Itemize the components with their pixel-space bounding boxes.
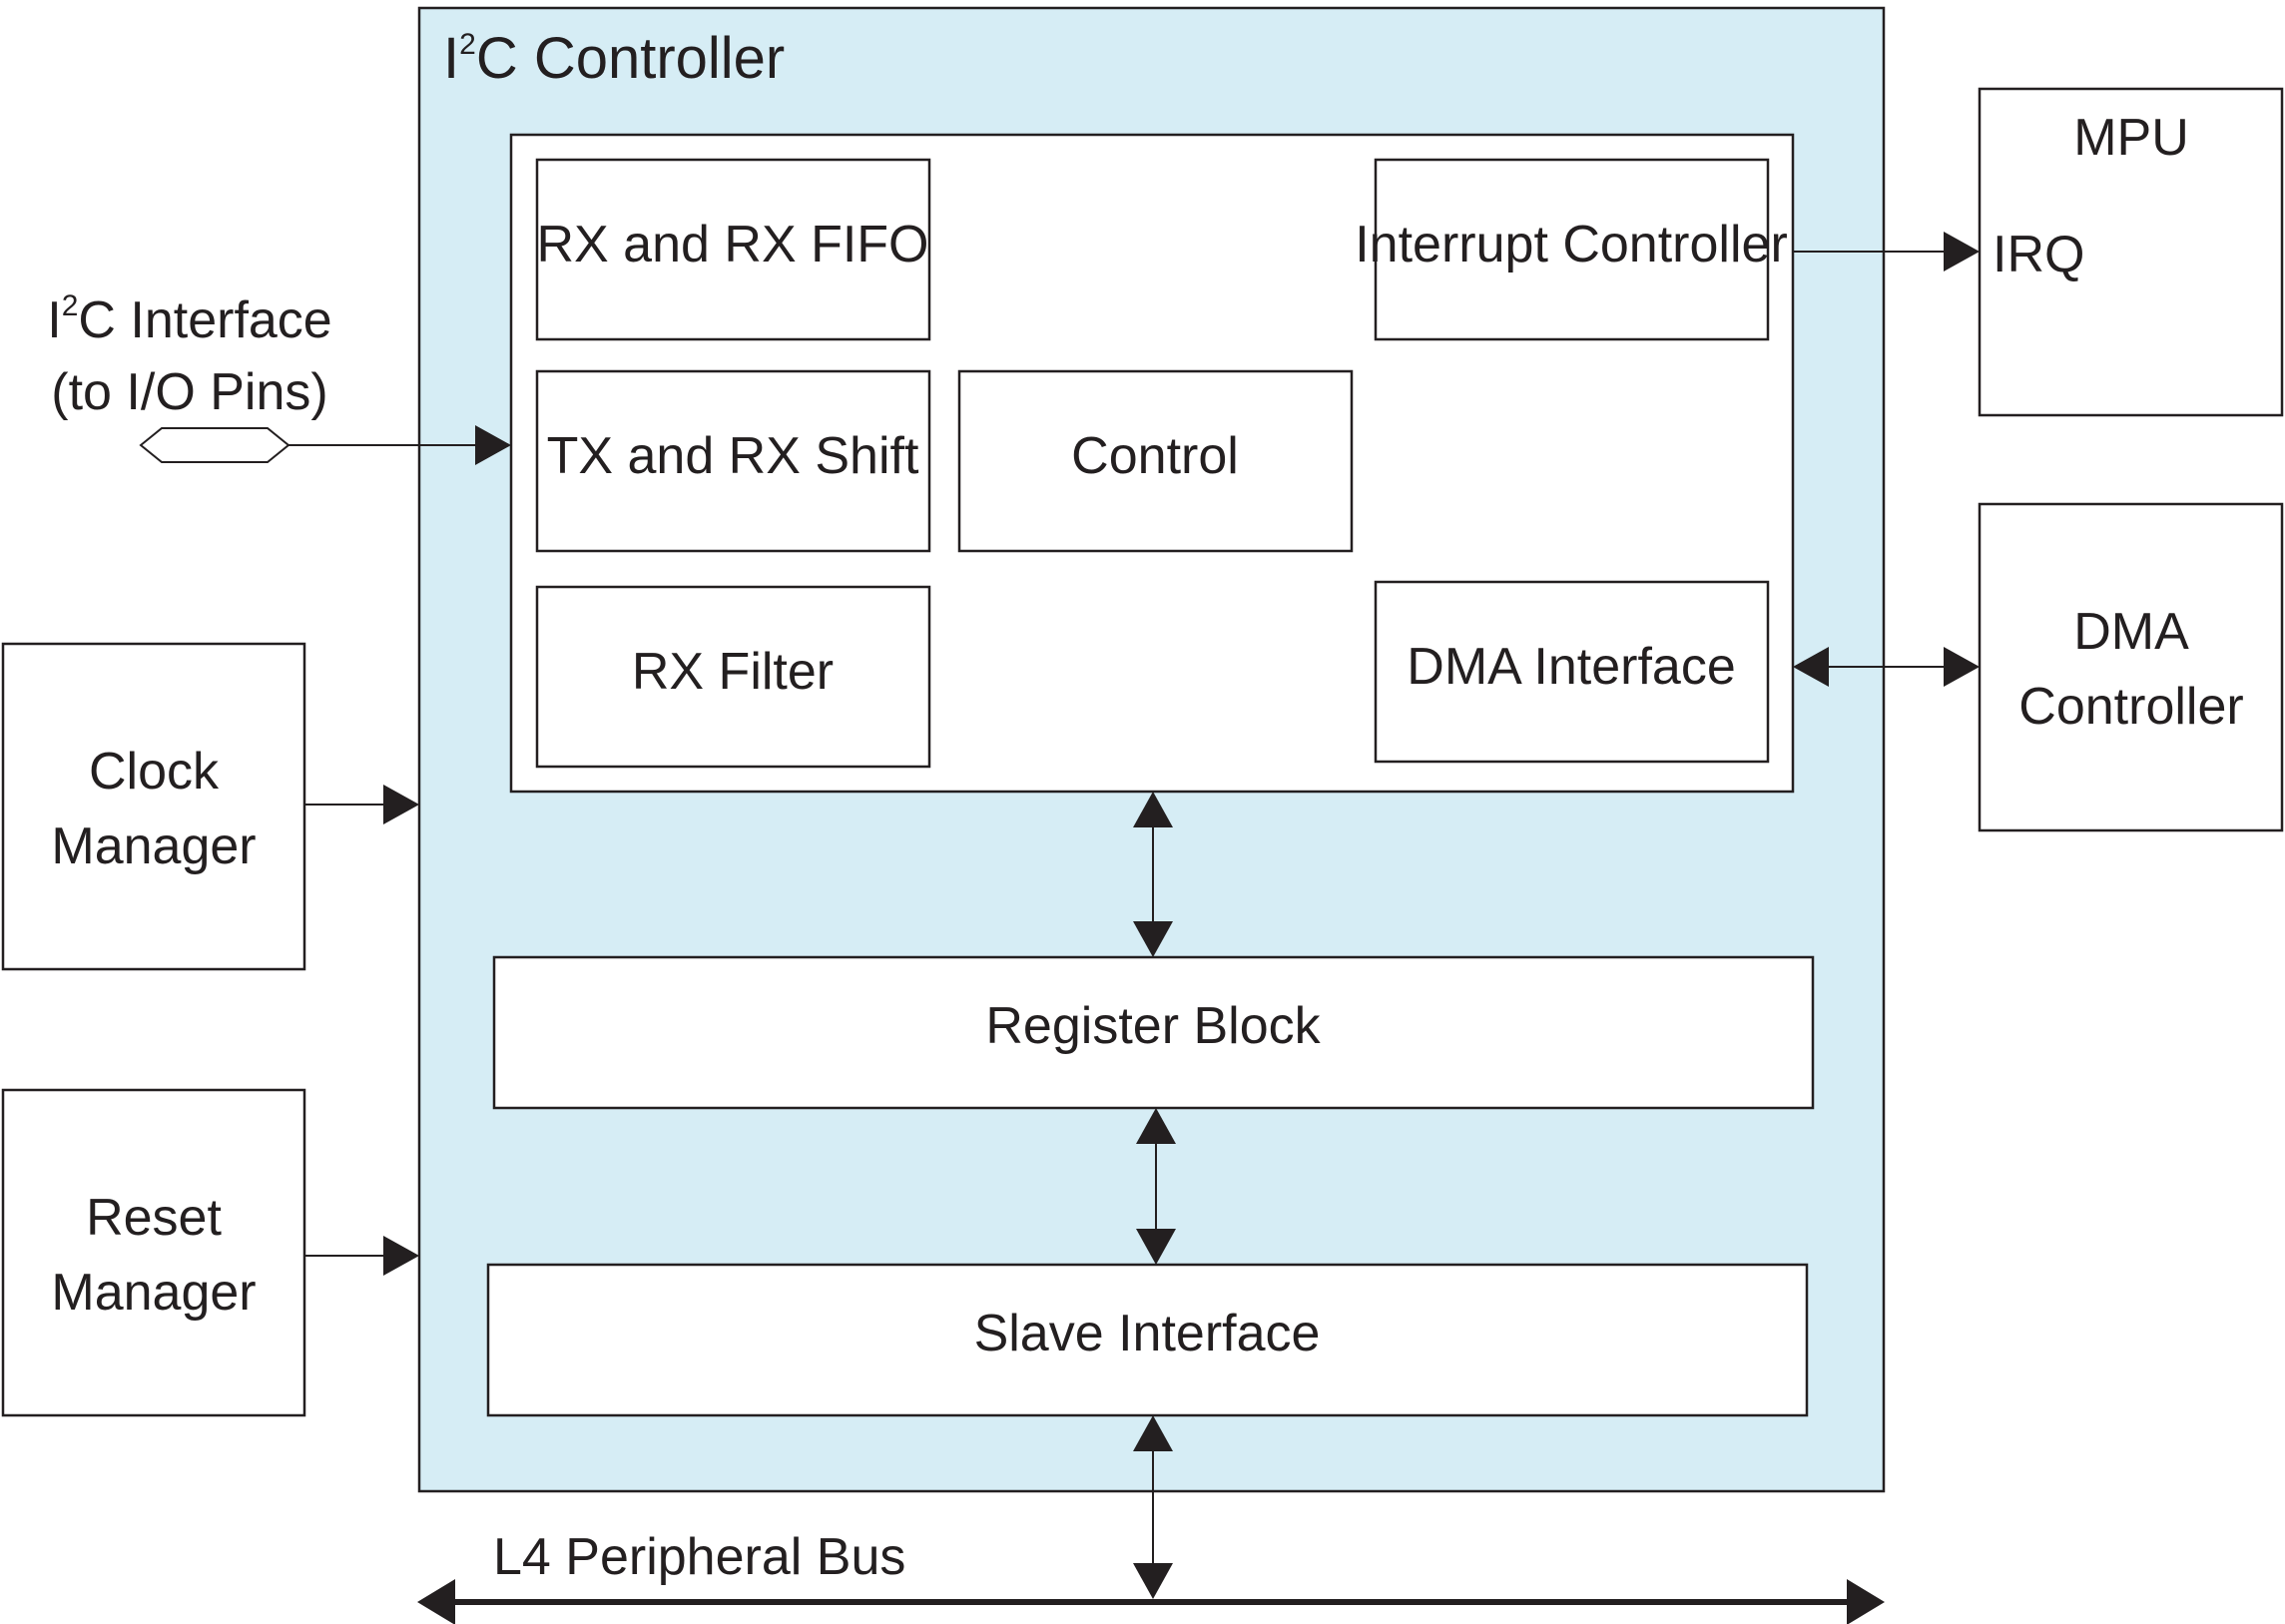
- rx-filter-label: RX Filter: [632, 643, 834, 701]
- l4-peripheral-bus: L4 Peripheral Bus: [417, 1528, 1885, 1624]
- clock-manager-block: Clock Manager: [1, 642, 306, 971]
- slave-interface-block: Slave Interface: [486, 1263, 1809, 1417]
- register-block: Register Block: [492, 955, 1815, 1110]
- l4-bus-label: L4 Peripheral Bus: [493, 1528, 905, 1586]
- register-slave-arrowhead-up: [1136, 1108, 1176, 1144]
- dma-controller-label-line1: DMA: [2073, 603, 2189, 661]
- rx-filter-block: RX Filter: [535, 585, 931, 769]
- reset-manager-block: Reset Manager: [1, 1088, 306, 1417]
- irq-arrowhead: [1944, 232, 1980, 271]
- slave-bus-connector: [1133, 1415, 1173, 1599]
- reset-arrowhead: [383, 1236, 419, 1276]
- tx-rx-shift-label: TX and RX Shift: [547, 427, 919, 485]
- clock-arrowhead: [383, 785, 419, 824]
- l4-bus-arrowhead-left: [417, 1579, 455, 1624]
- interrupt-controller-label: Interrupt Controller: [1355, 216, 1788, 273]
- register-slave-connector: [1136, 1108, 1176, 1265]
- rx-fifo-label: RX and RX FIFO: [537, 216, 929, 273]
- control-block: Control: [957, 369, 1354, 553]
- i2c-interface-arrowhead: [475, 425, 511, 465]
- i2c-interface: I2C Interface (to I/O Pins): [47, 289, 511, 465]
- i2c-interface-label-line1: I2C Interface: [47, 289, 331, 349]
- dma-controller-block: DMA Controller: [1978, 502, 2284, 832]
- core-register-arrowhead-down: [1133, 921, 1173, 957]
- slave-bus-arrowhead-up: [1133, 1415, 1173, 1451]
- rx-fifo-block: RX and RX FIFO: [535, 158, 931, 341]
- clock-manager-label-line1: Clock: [89, 743, 220, 801]
- i2c-controller-title: I2C Controller: [443, 26, 785, 91]
- slave-interface-label: Slave Interface: [974, 1305, 1321, 1362]
- register-block-label: Register Block: [985, 997, 1321, 1055]
- mpu-title: MPU: [2073, 109, 2189, 167]
- clock-connector: [304, 785, 419, 824]
- mpu-block: MPU IRQ: [1978, 87, 2284, 417]
- dma-controller-label-line2: Controller: [2018, 678, 2243, 736]
- mpu-irq-label: IRQ: [1993, 226, 2084, 283]
- dma-arrowhead-left: [1793, 647, 1829, 687]
- dma-interface-block: DMA Interface: [1374, 580, 1770, 764]
- core-register-arrowhead-up: [1133, 792, 1173, 827]
- core-register-connector: [1133, 792, 1173, 957]
- l4-bus-arrowhead-right: [1847, 1579, 1885, 1624]
- i2c-interface-label-line2: (to I/O Pins): [51, 363, 327, 421]
- reset-manager-label-line1: Reset: [86, 1189, 222, 1247]
- dma-arrowhead-right: [1944, 647, 1980, 687]
- dma-interface-label: DMA Interface: [1407, 638, 1735, 696]
- dma-connector: [1793, 647, 1980, 687]
- slave-bus-arrowhead-down: [1133, 1563, 1173, 1599]
- tx-rx-shift-block: TX and RX Shift: [535, 369, 931, 553]
- clock-manager-label-line2: Manager: [51, 817, 256, 875]
- register-slave-arrowhead-down: [1136, 1229, 1176, 1265]
- reset-connector: [304, 1236, 419, 1276]
- reset-manager-label-line2: Manager: [51, 1264, 256, 1322]
- control-label: Control: [1071, 427, 1239, 485]
- io-pin-connector-icon: [139, 427, 290, 463]
- irq-connector: [1793, 232, 1980, 271]
- interrupt-controller-block: Interrupt Controller: [1355, 158, 1788, 341]
